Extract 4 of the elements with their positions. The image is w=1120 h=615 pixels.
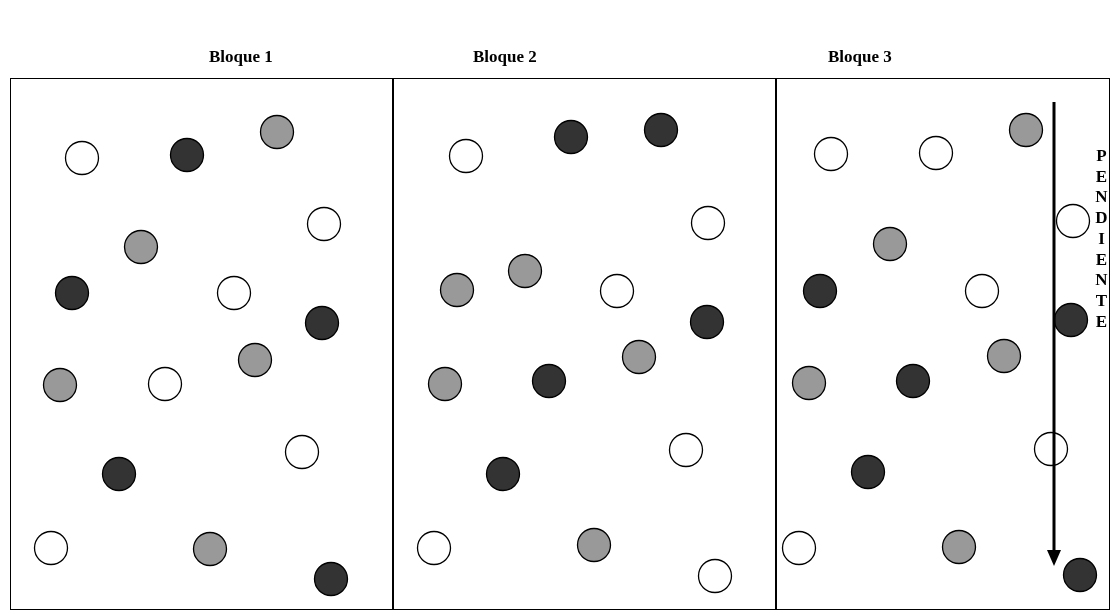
block-heading: Bloque 1 — [209, 47, 273, 67]
block-heading: Bloque 3 — [828, 47, 892, 67]
vertical-label: PENDIENTE — [1094, 146, 1109, 333]
block-heading: Bloque 2 — [473, 47, 537, 67]
